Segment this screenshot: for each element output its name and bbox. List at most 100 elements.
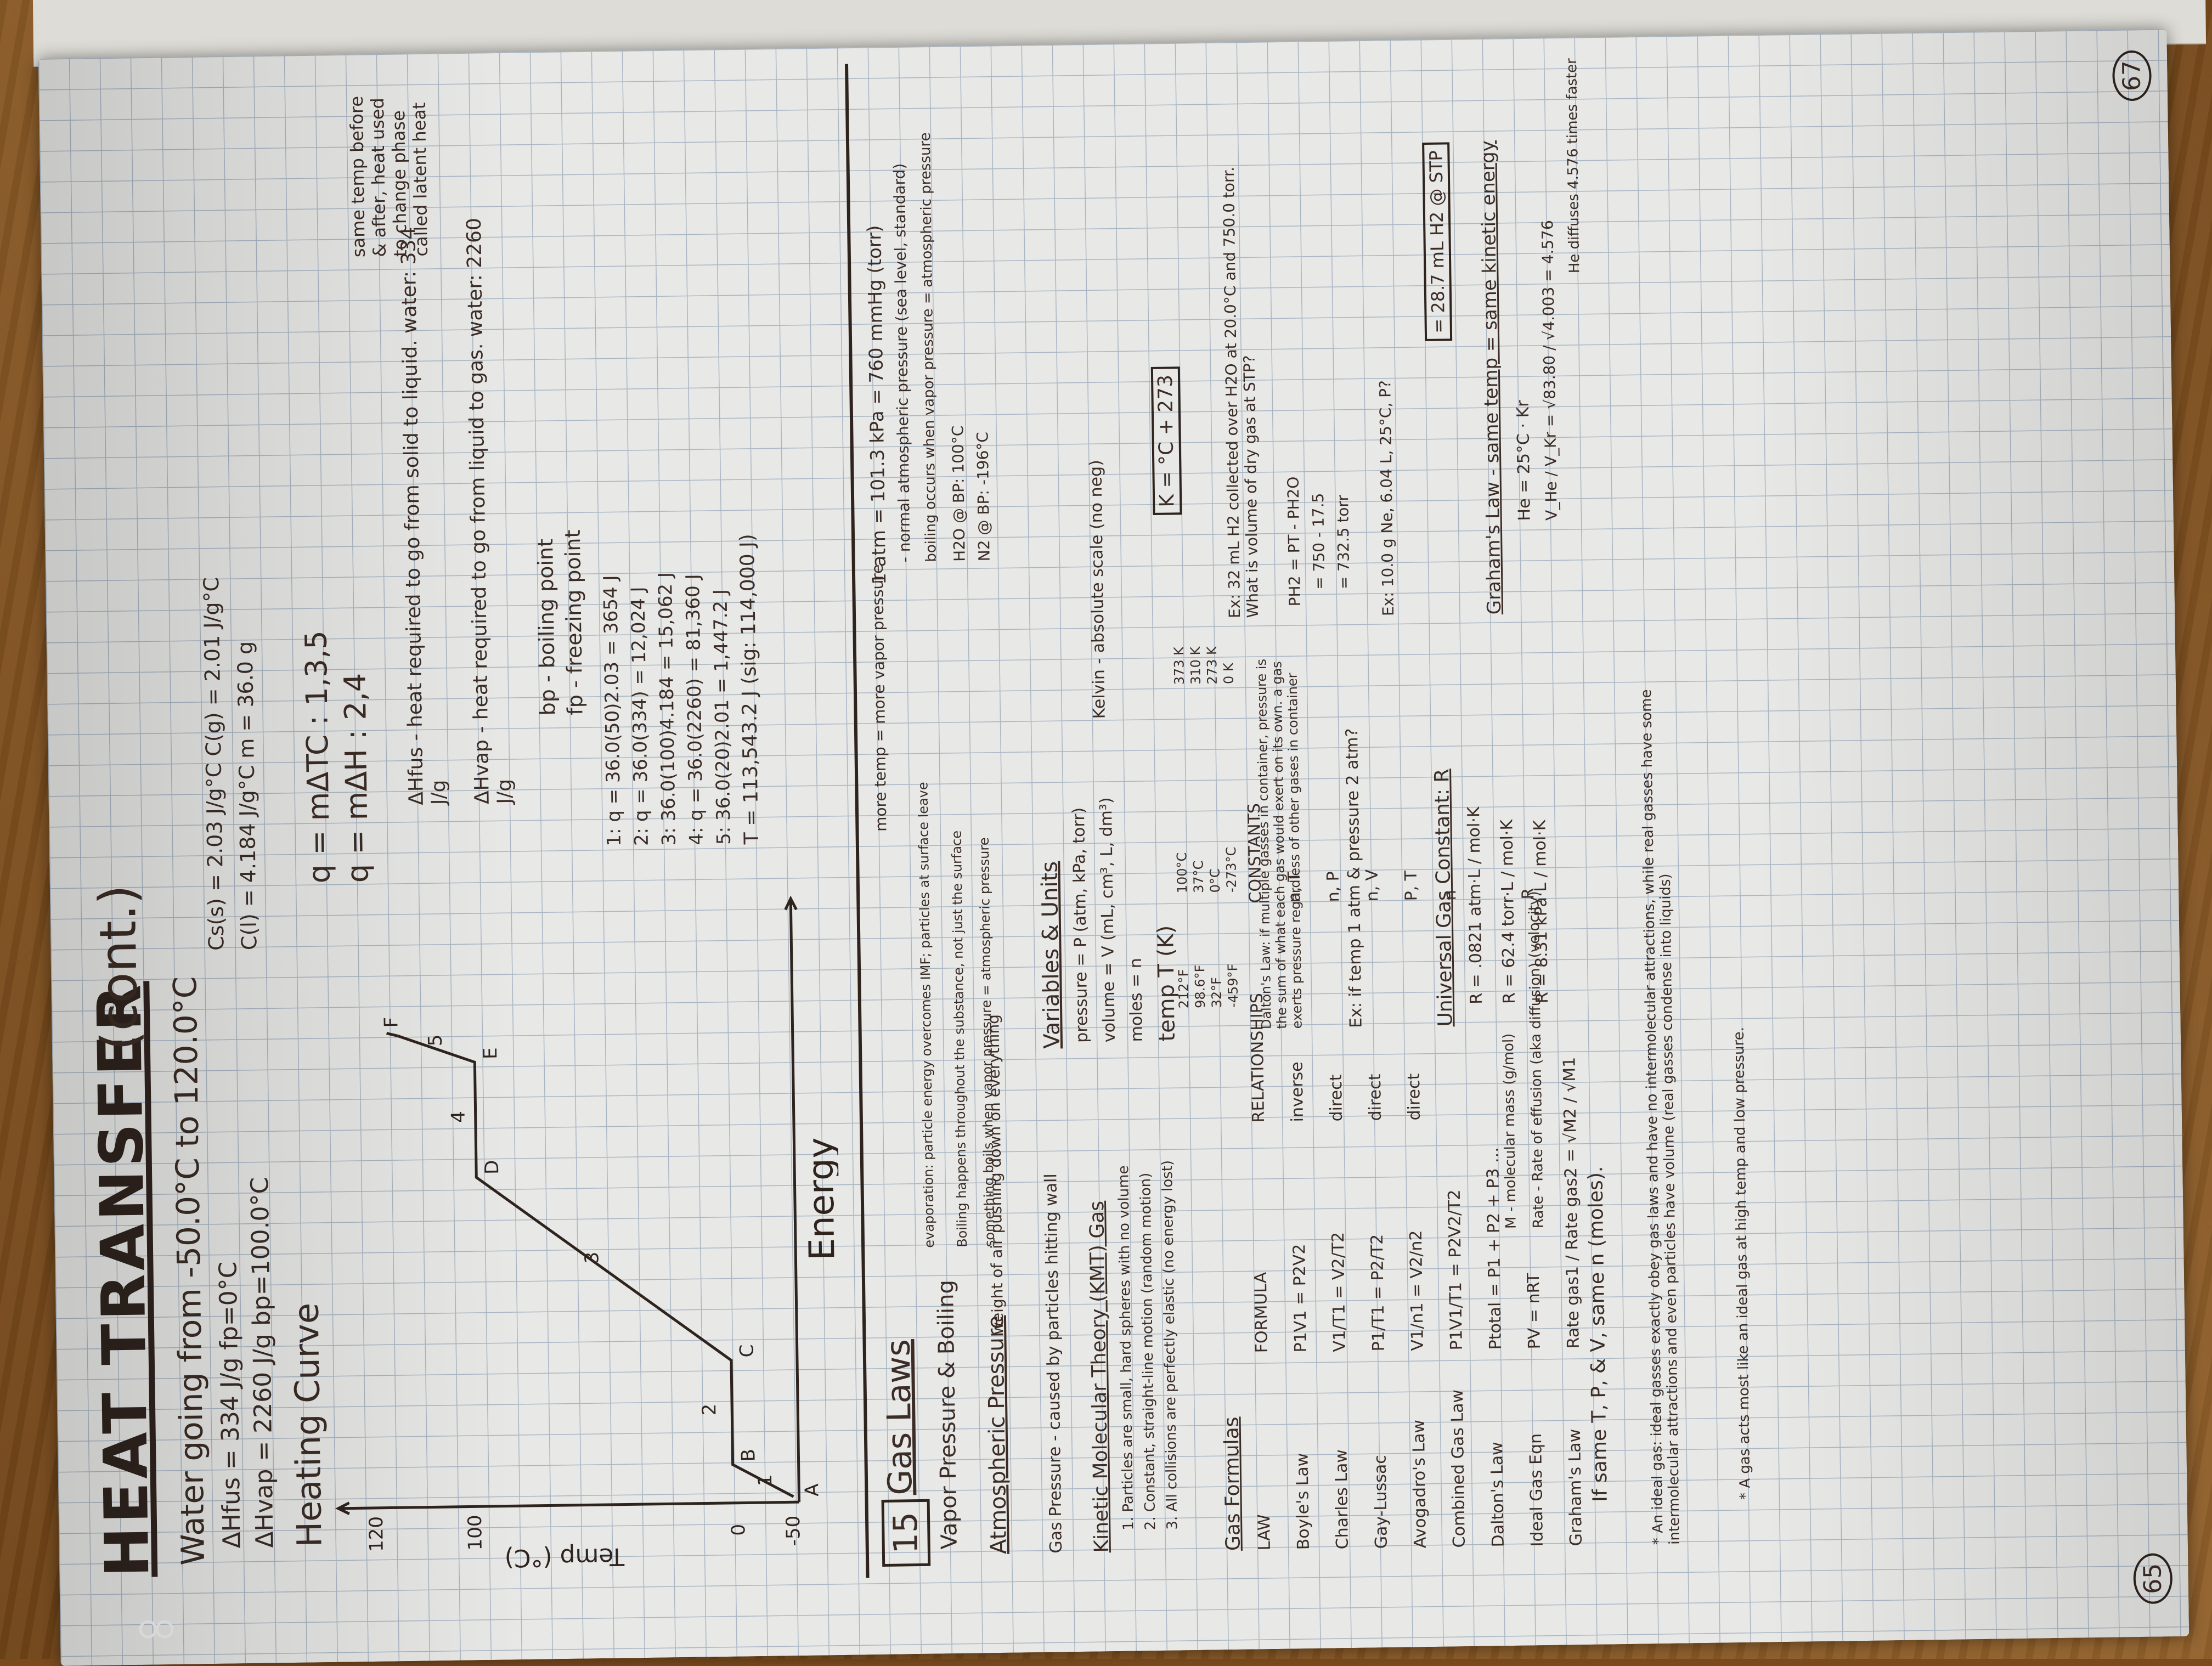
- example-h2-result: = 732.5 torr: [1334, 494, 1353, 590]
- row-formula: Rate gas1 / Rate gas2 = √M2 / √M1: [1560, 1057, 1583, 1349]
- segment-2: 2: [698, 1403, 720, 1415]
- row-constants: n, V: [1362, 869, 1383, 902]
- section-number: 15: [886, 1511, 926, 1554]
- atm-equation: 1 atm = 101.3 kPa = 760 mmHg (torr): [864, 225, 891, 585]
- gas-laws-title: Gas Laws: [879, 1339, 920, 1496]
- table-row: Graham's Law Rate gas1 / Rate gas2 = √M2…: [1555, 690, 1586, 1546]
- binder-ring-icon: [139, 1620, 174, 1639]
- note-dh-vap: ΔHvap - heat required to go from liquid …: [462, 217, 516, 805]
- var-moles: moles = n: [1126, 957, 1147, 1042]
- kmt-point-3: 3. All collisions are perfectly elastic …: [1159, 1160, 1181, 1530]
- r-constant-1: R = .0821 atm·L / mol·K: [1464, 806, 1487, 1005]
- example-h2-calc: = 750 - 17.5: [1309, 493, 1329, 590]
- table-row: Avogadro's Law V1/n1 = V2/n2 direct P, T: [1399, 692, 1430, 1549]
- segment-3: 3: [581, 1251, 603, 1263]
- real-gas-note: * A gas acts most like an ideal gas at h…: [1730, 1026, 1754, 1500]
- row-formula: V1/n1 = V2/n2: [1406, 1230, 1427, 1351]
- page-content-rotated: HEAT TRANSFER (cont.) Water going from -…: [38, 29, 2190, 1666]
- heating-curve-graph: 120 100 0 -50 1 2 3 4 5 A B C D E F Temp…: [335, 895, 843, 1572]
- row-law: Avogadro's Law: [1409, 1419, 1430, 1549]
- kmt-point-2: 2. Constant, straight-line motion (rando…: [1137, 1172, 1159, 1531]
- c-value-2: 37°C: [1190, 860, 1207, 894]
- example-h2-problem: Ex: 32 mL H2 collected over H2O at 20.0°…: [1219, 166, 1262, 619]
- y-tick-neg50: -50: [782, 1515, 805, 1546]
- row-formula: P1/T1 = P2/T2: [1367, 1234, 1389, 1352]
- calc-line5: 5: 36.0(20)2.01 = 1,447.2 J: [709, 589, 735, 845]
- table-row: Gay-Lussac P1/T1 = P2/T2 direct n, V: [1360, 693, 1391, 1549]
- example-h2-pdry: PH2 = PT - PH2O: [1284, 476, 1304, 607]
- f-value-1: 212°F: [1176, 969, 1192, 1009]
- y-tick-120: 120: [365, 1516, 388, 1552]
- boiling-note: boiling occurs when vapor pressure = atm…: [917, 132, 940, 562]
- k-value-2: 310 K: [1187, 646, 1204, 685]
- k-value-1: 373 K: [1171, 646, 1187, 685]
- water-problem-line3: ΔHvap = 2260 J/g bp=100.0°C: [246, 1177, 279, 1549]
- y-axis-label: Temp (°C): [504, 1543, 625, 1572]
- point-c: C: [736, 1344, 758, 1357]
- vapor-note-1: evaporation: particle energy overcomes I…: [915, 782, 938, 1248]
- atm-equation-note: - normal atmospheric pressure (sea level…: [890, 163, 914, 563]
- gas-formulas-title: Gas Formulas: [1220, 1416, 1245, 1551]
- vapor-pressure-title: Vapor Pressure & Boiling: [933, 1279, 962, 1550]
- k-value-4: 0 K: [1221, 663, 1237, 685]
- vapor-note-2: Boiling happens throughout the substance…: [949, 830, 970, 1248]
- kmt-point-1: 1. Particles are small, hard spheres wit…: [1115, 1165, 1137, 1531]
- universal-gas-title: Universal Gas Constant: R: [1431, 769, 1457, 1027]
- f-value-3: 32°F: [1209, 976, 1225, 1008]
- molar-mass-note: M - molecular mass (g/mol): [1500, 1033, 1520, 1229]
- row-formula: V1/T1 = V2/T2: [1328, 1232, 1350, 1352]
- equation-q2: q = mΔH : 2,4: [337, 673, 375, 883]
- water-problem-line1: Water going from -50.0°C to 120.0°C: [166, 976, 212, 1566]
- header-formula: FORMULA: [1251, 1272, 1272, 1353]
- same-conditions-note: If same T, P, & V, same n (moles).: [1584, 1166, 1612, 1503]
- row-relationship: direct: [1326, 1074, 1347, 1122]
- y-tick-100: 100: [464, 1515, 487, 1550]
- calc-line2: 2: q = 36.0(334) = 12,024 J: [627, 586, 653, 846]
- kelvin-note: Kelvin - absolute scale (no neg): [1086, 459, 1109, 719]
- c-value-1: 100°C: [1174, 852, 1190, 894]
- note-same-temp: same temp before & after, heat used to c…: [346, 95, 432, 258]
- row-constants: [1555, 734, 1577, 899]
- r-constant-2: R = 62.4 torr·L / mol·K: [1497, 819, 1520, 1004]
- note-fp: fp - freezing point: [560, 529, 588, 715]
- segment-5: 5: [425, 1034, 447, 1046]
- graham-title: Graham's Law - same temp = same kinetic …: [1477, 140, 1506, 615]
- graham-he: He = 25°C · Kr: [1513, 400, 1534, 521]
- gas-pressure-note: Gas Pressure - caused by particles hitti…: [1041, 1173, 1066, 1554]
- row-law: Graham's Law: [1565, 1428, 1586, 1546]
- point-b: B: [737, 1449, 759, 1462]
- example-h2-answer: = 28.7 mL H2 @ STP: [1422, 142, 1453, 341]
- row-formula: P1V1 = P2V2: [1290, 1244, 1311, 1353]
- page-number-right: 67: [2112, 50, 2152, 101]
- water-problem-line2: ΔHfus = 334 J/g fp=0°C: [214, 1261, 246, 1549]
- row-relationship: direct: [1404, 1073, 1424, 1121]
- page-title: HEAT TRANSFER: [84, 981, 163, 1578]
- row-relationship: [1558, 899, 1578, 1008]
- graham-ratio: V_He / V_Kr = √83.80 / √4.003 = 4.576: [1538, 219, 1561, 521]
- calc-total: T = 113,543.2 J (sig: 114,000 J): [736, 534, 763, 845]
- y-tick-0: 0: [727, 1524, 749, 1536]
- point-a: A: [801, 1483, 823, 1496]
- row-constants: n, P: [1323, 871, 1344, 902]
- var-pressure: pressure = P (atm, kPa, torr): [1069, 807, 1092, 1043]
- note-dh-fus: ΔHfus - heat required to go from solid t…: [397, 227, 450, 806]
- calc-line1: 1: q = 36.0(50)2.03 = 3654 J: [599, 575, 625, 846]
- c-value-4: -273°C: [1223, 846, 1240, 893]
- f-value-2: 98.6°F: [1192, 964, 1209, 1009]
- notebook-page: HEAT TRANSFER (cont.) Water going from -…: [38, 29, 2190, 1666]
- water-problem-line4: Cs(s) = 2.03 J/g°C C(g) = 2.01 J/g°C: [199, 577, 229, 951]
- point-f: F: [380, 1017, 402, 1028]
- segment-1: 1: [754, 1474, 776, 1486]
- point-e: E: [479, 1047, 501, 1059]
- variables-title: Variables & Units: [1037, 861, 1065, 1049]
- h2o-bp: H2O @ BP: 100°C: [949, 425, 969, 562]
- graham-note: He diffuses 4.576 times faster: [1563, 58, 1583, 274]
- row-law: Combined Gas Law: [1447, 1389, 1469, 1548]
- vapor-note-4: more temp = more vapor pressure: [868, 564, 890, 832]
- kelvin-conversion: K = °C + 273: [1150, 366, 1182, 515]
- x-axis-label: Energy: [800, 1137, 843, 1261]
- dalton-note: Dalton's Law: if multiple gasses in cont…: [1254, 658, 1305, 1030]
- row-formula: P1V1/T1 = P2V2/T2: [1444, 1189, 1466, 1351]
- water-problem-line5: C(l) = 4.184 J/g°C m = 36.0 g: [233, 641, 262, 951]
- row-law: Gay-Lussac: [1370, 1455, 1391, 1549]
